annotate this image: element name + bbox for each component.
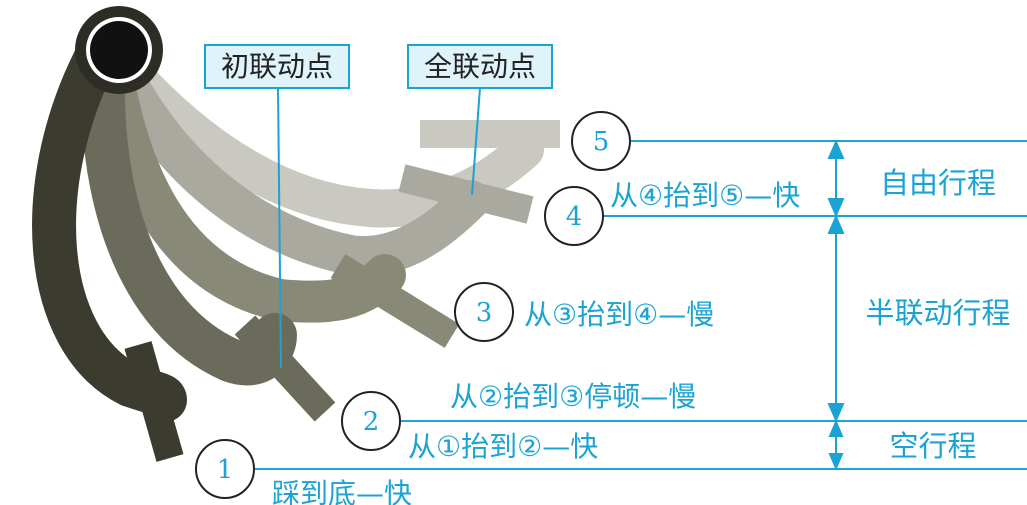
callout-initial-label: 初联动点 (221, 50, 333, 83)
note-position-1: 踩到底—快 (272, 477, 412, 505)
dimension-semi-travel (827, 214, 845, 423)
pivot-ring (75, 6, 163, 94)
callout-full-label: 全联动点 (424, 50, 536, 83)
position-marker-4: 4 (544, 186, 604, 246)
position-4-number: 4 (566, 202, 583, 232)
position-marker-2: 2 (341, 391, 401, 451)
position-1-number: 1 (217, 455, 234, 485)
position-marker-1: 1 (195, 439, 255, 499)
range-free-travel-label: 自由行程 (880, 166, 996, 200)
pedal-position-1-shape (32, 28, 187, 462)
position-3-number: 3 (476, 298, 493, 328)
dimension-empty-travel (828, 419, 844, 471)
callout-full-engagement: 全联动点 (407, 44, 553, 89)
position-marker-5: 5 (571, 111, 631, 171)
position-5-number: 5 (593, 127, 610, 157)
pedal-position-2-shape (80, 28, 336, 422)
note-4-to-5: 从④抬到⑤—快 (610, 179, 800, 212)
pedal-position-4-shape (90, 28, 534, 276)
note-2-to-3: 从②抬到③停顿—慢 (450, 380, 696, 413)
note-1-to-2: 从①抬到②—快 (408, 430, 598, 463)
position-2-number: 2 (363, 407, 380, 437)
note-3-to-4: 从③抬到④—慢 (524, 298, 714, 331)
callout-full-leader (471, 87, 481, 196)
callout-initial-engagement: 初联动点 (204, 44, 350, 89)
range-semi-travel-label: 半联动行程 (865, 296, 1010, 330)
dimension-free-travel (827, 139, 845, 218)
range-empty-travel-label: 空行程 (889, 429, 976, 463)
position-marker-3: 3 (454, 282, 514, 342)
callout-initial-leader (277, 87, 282, 369)
